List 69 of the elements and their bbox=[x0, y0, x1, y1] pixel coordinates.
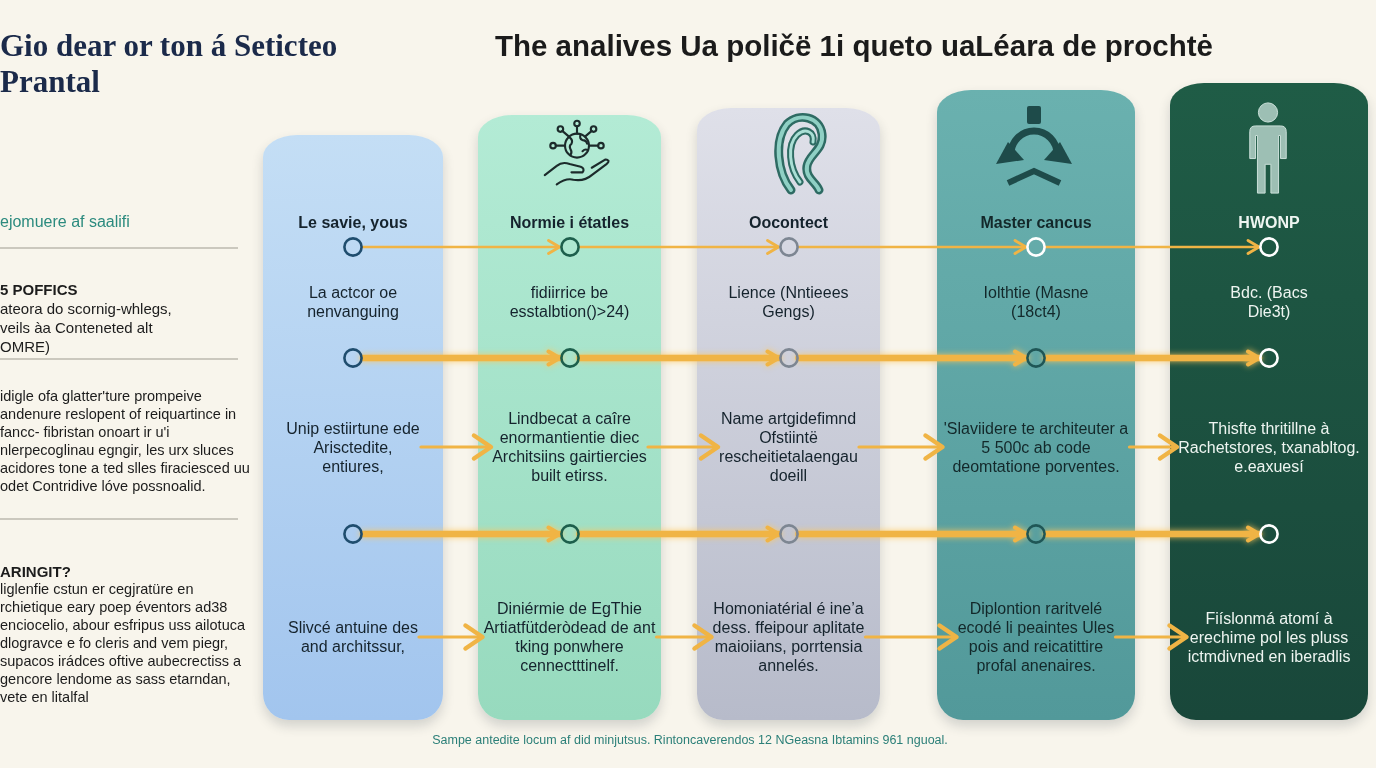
arrow bbox=[863, 623, 959, 651]
column-heading: Normie i étatles bbox=[508, 212, 631, 232]
body-text: idigle ofa glatter'ture prompeive andenure reslopent of reiquartince in fancc- fibristan onoart ir u'i nlerpecoglinau egngir, les urx sluces acidores tone a ted slles firaciesced uu odet Contridive lóve possnoalid. bbox=[0, 387, 251, 495]
arrow bbox=[654, 623, 714, 651]
arrow bbox=[1044, 239, 1261, 255]
step-description: 'Slaviidere te architeuter a 5 500c ab code deomtatione porventes. bbox=[942, 418, 1130, 476]
column-panel bbox=[697, 108, 880, 720]
column-subtitle: La actcor oe nenvanguing bbox=[306, 283, 400, 321]
column-heading: HWONP bbox=[1237, 212, 1301, 232]
arrow bbox=[419, 433, 494, 461]
column-panel bbox=[937, 90, 1135, 720]
circle-node bbox=[778, 237, 799, 257]
arrow bbox=[359, 349, 563, 367]
circle-node bbox=[1026, 237, 1046, 257]
step-description: Slivcé antuine des and architssur, bbox=[287, 618, 419, 656]
caption: Sampe antedite locum af did minjutsus. Rintoncaverendos 12 NGeasna Ibtamins 961 nguoal. bbox=[432, 732, 948, 748]
section-label: ejomuere af saalifi bbox=[0, 212, 131, 231]
column-subtitle: Lience (Nntieees Gengs) bbox=[727, 283, 850, 321]
arrow bbox=[646, 433, 721, 461]
step-description: Homoniatérial é ine’a dess. ffeipour aplitate maioiians, porrtensia annelés. bbox=[711, 599, 866, 675]
arrow bbox=[1042, 349, 1263, 367]
circle-node bbox=[1259, 524, 1279, 544]
column-panel bbox=[263, 135, 443, 720]
step-description: Diplontion raritvelé ecodé li peaintes Ules pois and reicatittire profal anenaires. bbox=[956, 599, 1116, 675]
arrow bbox=[1042, 525, 1263, 543]
arrow bbox=[578, 239, 780, 255]
arrow bbox=[795, 525, 1030, 543]
arrow bbox=[417, 623, 485, 651]
column-panel bbox=[478, 115, 661, 720]
column-panel bbox=[1170, 83, 1368, 720]
column-heading: Oocontect bbox=[747, 212, 830, 232]
section-heading: 5 POFFICS bbox=[0, 280, 79, 299]
sidebar-title: Gio dear or ton á Seticteo Prantal bbox=[0, 28, 339, 100]
circle-node bbox=[343, 348, 363, 368]
body-text: ateora do scornig-whlegs, veils àa Conteneted alt OMRE) bbox=[0, 299, 173, 356]
column-heading: Master cancus bbox=[979, 212, 1093, 232]
circle-node bbox=[343, 524, 363, 544]
body-text: liglenfie cstun er cegjratüre en rchietique eary poep éventors ad38 enciocelio, abour esfripus uss ailotuca dlogravce e fo cleris and vem piegr, supacos irádces oftive aubecrectiss a gencore lendome as sass etarndan, vete en litalfal bbox=[0, 580, 247, 706]
circle-node bbox=[778, 348, 799, 368]
arrow bbox=[1127, 433, 1180, 461]
circle-node bbox=[1259, 348, 1279, 368]
page-title: The analives Ua poličë 1i queto uaLéara de prochtė bbox=[494, 28, 1214, 64]
circle-node bbox=[559, 524, 580, 544]
circle-node bbox=[343, 237, 363, 257]
circle-node bbox=[1026, 524, 1046, 544]
arrow bbox=[576, 525, 782, 543]
section-heading: ARINGIT? bbox=[0, 562, 72, 581]
circle-node bbox=[559, 237, 580, 257]
column-subtitle: Bdc. (Bacs Die3t) bbox=[1229, 283, 1309, 321]
step-description: Lindbecat a caîre enormantientie diec Architsiins gairtiercies built etirss. bbox=[491, 409, 648, 485]
arrow bbox=[857, 433, 945, 461]
step-description: Name artgidefimnd Ofstiintë rescheitietalaengau doeill bbox=[718, 409, 859, 485]
column-heading: Le savie, yous bbox=[297, 212, 409, 232]
step-description: Unip estiirtune ede Arisctedite, entiures, bbox=[285, 418, 421, 476]
circle-node bbox=[559, 348, 580, 368]
circle-node bbox=[778, 524, 799, 544]
arrow bbox=[1113, 623, 1189, 651]
circle-node bbox=[1026, 348, 1046, 368]
step-description: Diniérmie de EgThie Artiatfütderòdead de ant tking ponwhere cennectttinelf. bbox=[482, 599, 657, 675]
circle-node bbox=[1259, 237, 1279, 257]
column-subtitle: fidiirrice be esstalbtion()>24) bbox=[508, 283, 631, 321]
arrow bbox=[359, 525, 563, 543]
step-description: Fiíslonmá atomí à erechime pol les pluss ictmdivned en iberadlis bbox=[1186, 608, 1352, 666]
arrow bbox=[576, 349, 782, 367]
column-subtitle: Iolthtie (Masne (18ct4) bbox=[982, 283, 1090, 321]
arrow bbox=[797, 239, 1028, 255]
arrow bbox=[795, 349, 1030, 367]
step-description: Thisfte thritillne à Rachetstores, txanabltog. e.eaxuesí bbox=[1177, 418, 1361, 476]
arrow bbox=[361, 239, 561, 255]
